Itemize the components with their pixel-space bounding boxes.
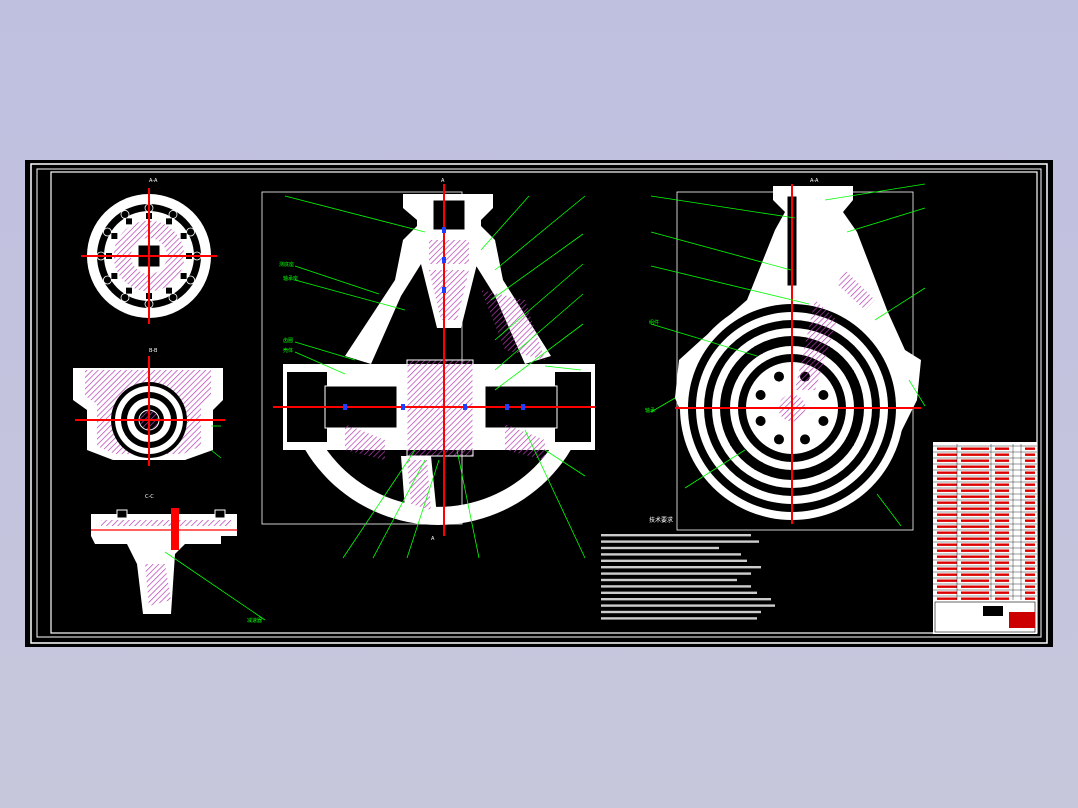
view-title-bottom-left: C-C xyxy=(145,494,154,500)
leader-label-right-0: 组件 xyxy=(649,319,659,326)
detail-frame xyxy=(261,191,463,525)
frame-border xyxy=(50,171,1038,634)
right-leader-lines xyxy=(650,183,926,527)
technical-notes: 技术要求 xyxy=(601,516,775,620)
view-bottom-left: C-C 减速器 xyxy=(91,494,266,624)
view-title-top-left: A-A xyxy=(149,178,158,184)
view-middle-left: B-B xyxy=(73,348,225,466)
leader-label-main-2: 齿圈 xyxy=(283,338,293,344)
outer-border xyxy=(30,163,1048,644)
main-leader-lines xyxy=(284,195,586,559)
ring-housing xyxy=(283,370,593,525)
leader-bottom-left xyxy=(164,551,266,621)
notes-title: 技术要求 xyxy=(649,516,673,524)
dimension-markers xyxy=(343,227,525,410)
engineering-drawing: A-A B-B xyxy=(30,163,1048,644)
leader-label-right-1: 轴承 xyxy=(645,407,655,414)
view-title-main: A xyxy=(441,178,445,184)
leader-label-main-1: 轴承座 xyxy=(283,275,298,282)
leader-label-bottom-left: 减速器 xyxy=(247,617,262,624)
view-main-section: A A xyxy=(261,178,595,559)
inner-border-outline xyxy=(36,168,1042,638)
parts-list-title-block xyxy=(933,442,1037,634)
drawing-sheet: A-A B-B xyxy=(25,160,1053,647)
leader-label-main-0: 测底座 xyxy=(279,261,294,268)
view-top-left: A-A xyxy=(81,178,217,324)
view-title-mid-left: B-B xyxy=(149,348,158,354)
leader-label-main-3: 壳体 xyxy=(283,347,293,354)
section-marker-main: A xyxy=(431,536,435,542)
view-right: A-A 组件 轴承 xyxy=(645,178,926,531)
view-title-right: A-A xyxy=(810,178,819,184)
